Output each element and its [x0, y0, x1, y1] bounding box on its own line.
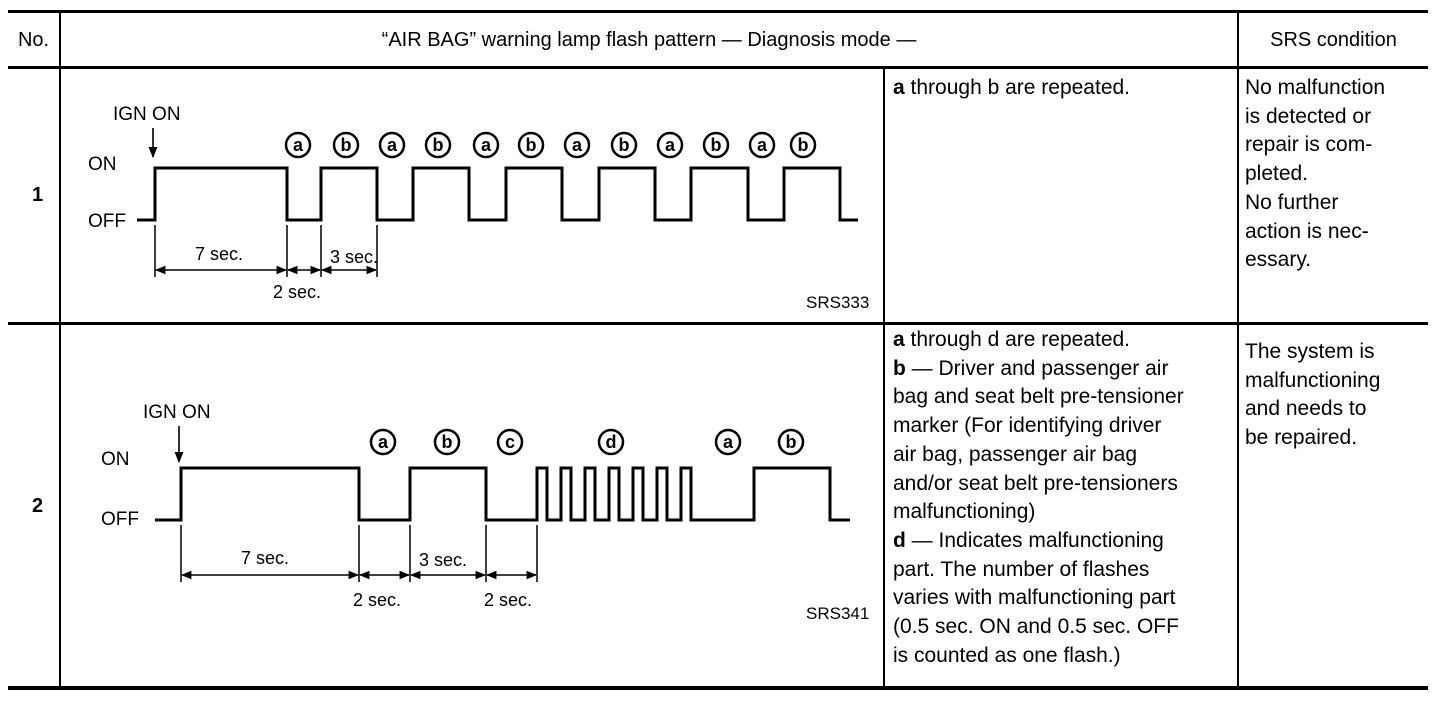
condition-line: malfunctioning [1245, 368, 1381, 392]
desc-line: malfunctioning) [893, 500, 1036, 524]
col-divider-desc-1 [883, 66, 885, 324]
desc-line: d — Indicates malfunctioning [893, 528, 1164, 552]
row-2-description-list: b — Driver and passenger air bag and sea… [893, 326, 1238, 670]
desc-line: a through b are repeated. [893, 76, 1131, 99]
ign-on-label-1: IGN ON [113, 104, 181, 125]
col-divider-desc-2 [883, 322, 885, 688]
table-top-rule [8, 10, 1428, 13]
marker-circle-b [777, 428, 805, 456]
condition-line: essary. [1245, 248, 1312, 272]
marker-label-a: a [481, 135, 492, 155]
flash-waveform-2 [155, 466, 850, 522]
condition-line: The system is [1245, 340, 1375, 363]
on-label-1: ON [88, 154, 117, 175]
condition-line: is detected or [1245, 104, 1372, 128]
dim-label-3sec-2: 3 sec. [419, 550, 467, 570]
marker-label-d: d [606, 432, 617, 452]
marker-circle-a [656, 131, 684, 159]
dim-label-7sec-2: 7 sec. [241, 548, 289, 568]
dim-label-2sec-2b: 2 sec. [484, 590, 532, 610]
marker-circle-a [378, 131, 406, 159]
desc-line: part. The number of flashes [893, 557, 1150, 581]
marker-circle-b [433, 428, 461, 456]
marker-circle-a [369, 428, 397, 456]
marker-circle-a [714, 428, 742, 456]
marker-circle-a [563, 131, 591, 159]
marker-label-a: a [378, 432, 389, 452]
condition-line: be repaired. [1245, 426, 1358, 450]
dim-label-7sec-1: 7 sec. [195, 244, 243, 264]
dim-label-2sec-2a: 2 sec. [353, 590, 401, 610]
marker-label-b: b [442, 432, 453, 452]
desc-line: varies with malfunctioning part [893, 586, 1176, 610]
row-2-number: 2 [32, 495, 44, 517]
desc-line: marker (For identifying driver [893, 414, 1162, 438]
desc-line: b — Driver and passenger air [893, 356, 1169, 380]
header-srs-condition: SRS condition [1270, 29, 1397, 51]
marker-circle-a [472, 131, 500, 159]
marker-circle-b [517, 131, 545, 159]
row-1-description: a through b are repeated. [893, 74, 1233, 103]
desc-line: is counted as one flash.) [893, 643, 1121, 667]
on-label-2: ON [101, 449, 130, 470]
marker-circle-b [702, 131, 730, 159]
marker-label-a: a [387, 135, 398, 155]
flash-waveform-1 [137, 166, 858, 222]
col-divider-no [59, 10, 61, 690]
marker-circle-d [597, 428, 625, 456]
marker-label-c: c [505, 432, 515, 452]
row-1-number: 1 [32, 184, 44, 206]
condition-line: and needs to [1245, 397, 1367, 421]
marker-circle-c [496, 428, 524, 456]
row-2-description: a through d are repeated. [893, 254, 1238, 351]
marker-label-a: a [293, 135, 304, 155]
col-divider-srs [1237, 10, 1239, 690]
marker-label-b: b [798, 135, 809, 155]
desc-line: and/or seat belt pre-tensioners [893, 471, 1178, 495]
figure-code-1: SRS333 [806, 293, 869, 312]
header-no: No. [17, 29, 50, 51]
figure-code-2: SRS341 [806, 604, 869, 623]
desc-line: air bag, passenger air bag [893, 442, 1137, 466]
condition-line: repair is com- [1245, 133, 1373, 157]
marker-circle-a [284, 131, 312, 159]
header-pattern: “AIR BAG” warning lamp flash pattern — D… [381, 29, 917, 51]
marker-circle-b [610, 131, 638, 159]
marker-label-b: b [619, 135, 630, 155]
desc-line: (0.5 sec. ON and 0.5 sec. OFF [893, 615, 1179, 639]
row-divider [8, 322, 1428, 325]
dim-label-2sec-1: 2 sec. [273, 282, 321, 302]
marker-label-a: a [757, 135, 768, 155]
condition-line: pleted. [1245, 162, 1309, 186]
table-bottom-rule [8, 686, 1428, 690]
desc-line: bag and seat belt pre-tensioner [893, 385, 1184, 409]
marker-label-b: b [433, 135, 444, 155]
marker-label-b: b [341, 135, 352, 155]
header-bottom-rule [8, 66, 1428, 69]
off-label-2: OFF [101, 509, 139, 530]
row-2-srs-condition: The system is malfunctioning and needs t… [1245, 338, 1430, 453]
off-label-1: OFF [88, 211, 126, 232]
marker-circle-b [424, 131, 452, 159]
marker-circle-b [332, 131, 360, 159]
dim-label-3sec-1: 3 sec. [330, 247, 378, 267]
condition-line: No malfunction [1245, 76, 1386, 99]
marker-label-b: b [526, 135, 537, 155]
row-1-srs-condition: No malfunction is detected or repair is … [1245, 74, 1430, 275]
marker-circle-a [748, 131, 776, 159]
condition-line: action is nec- [1245, 219, 1369, 243]
marker-label-a: a [723, 432, 734, 452]
marker-label-a: a [572, 135, 583, 155]
marker-label-b: b [711, 135, 722, 155]
marker-label-b: b [786, 432, 797, 452]
desc-line: a through d are repeated. [893, 328, 1131, 351]
marker-label-a: a [665, 135, 676, 155]
condition-line: No further [1245, 190, 1339, 214]
ign-on-label-2: IGN ON [143, 402, 211, 423]
marker-circle-b [789, 131, 817, 159]
